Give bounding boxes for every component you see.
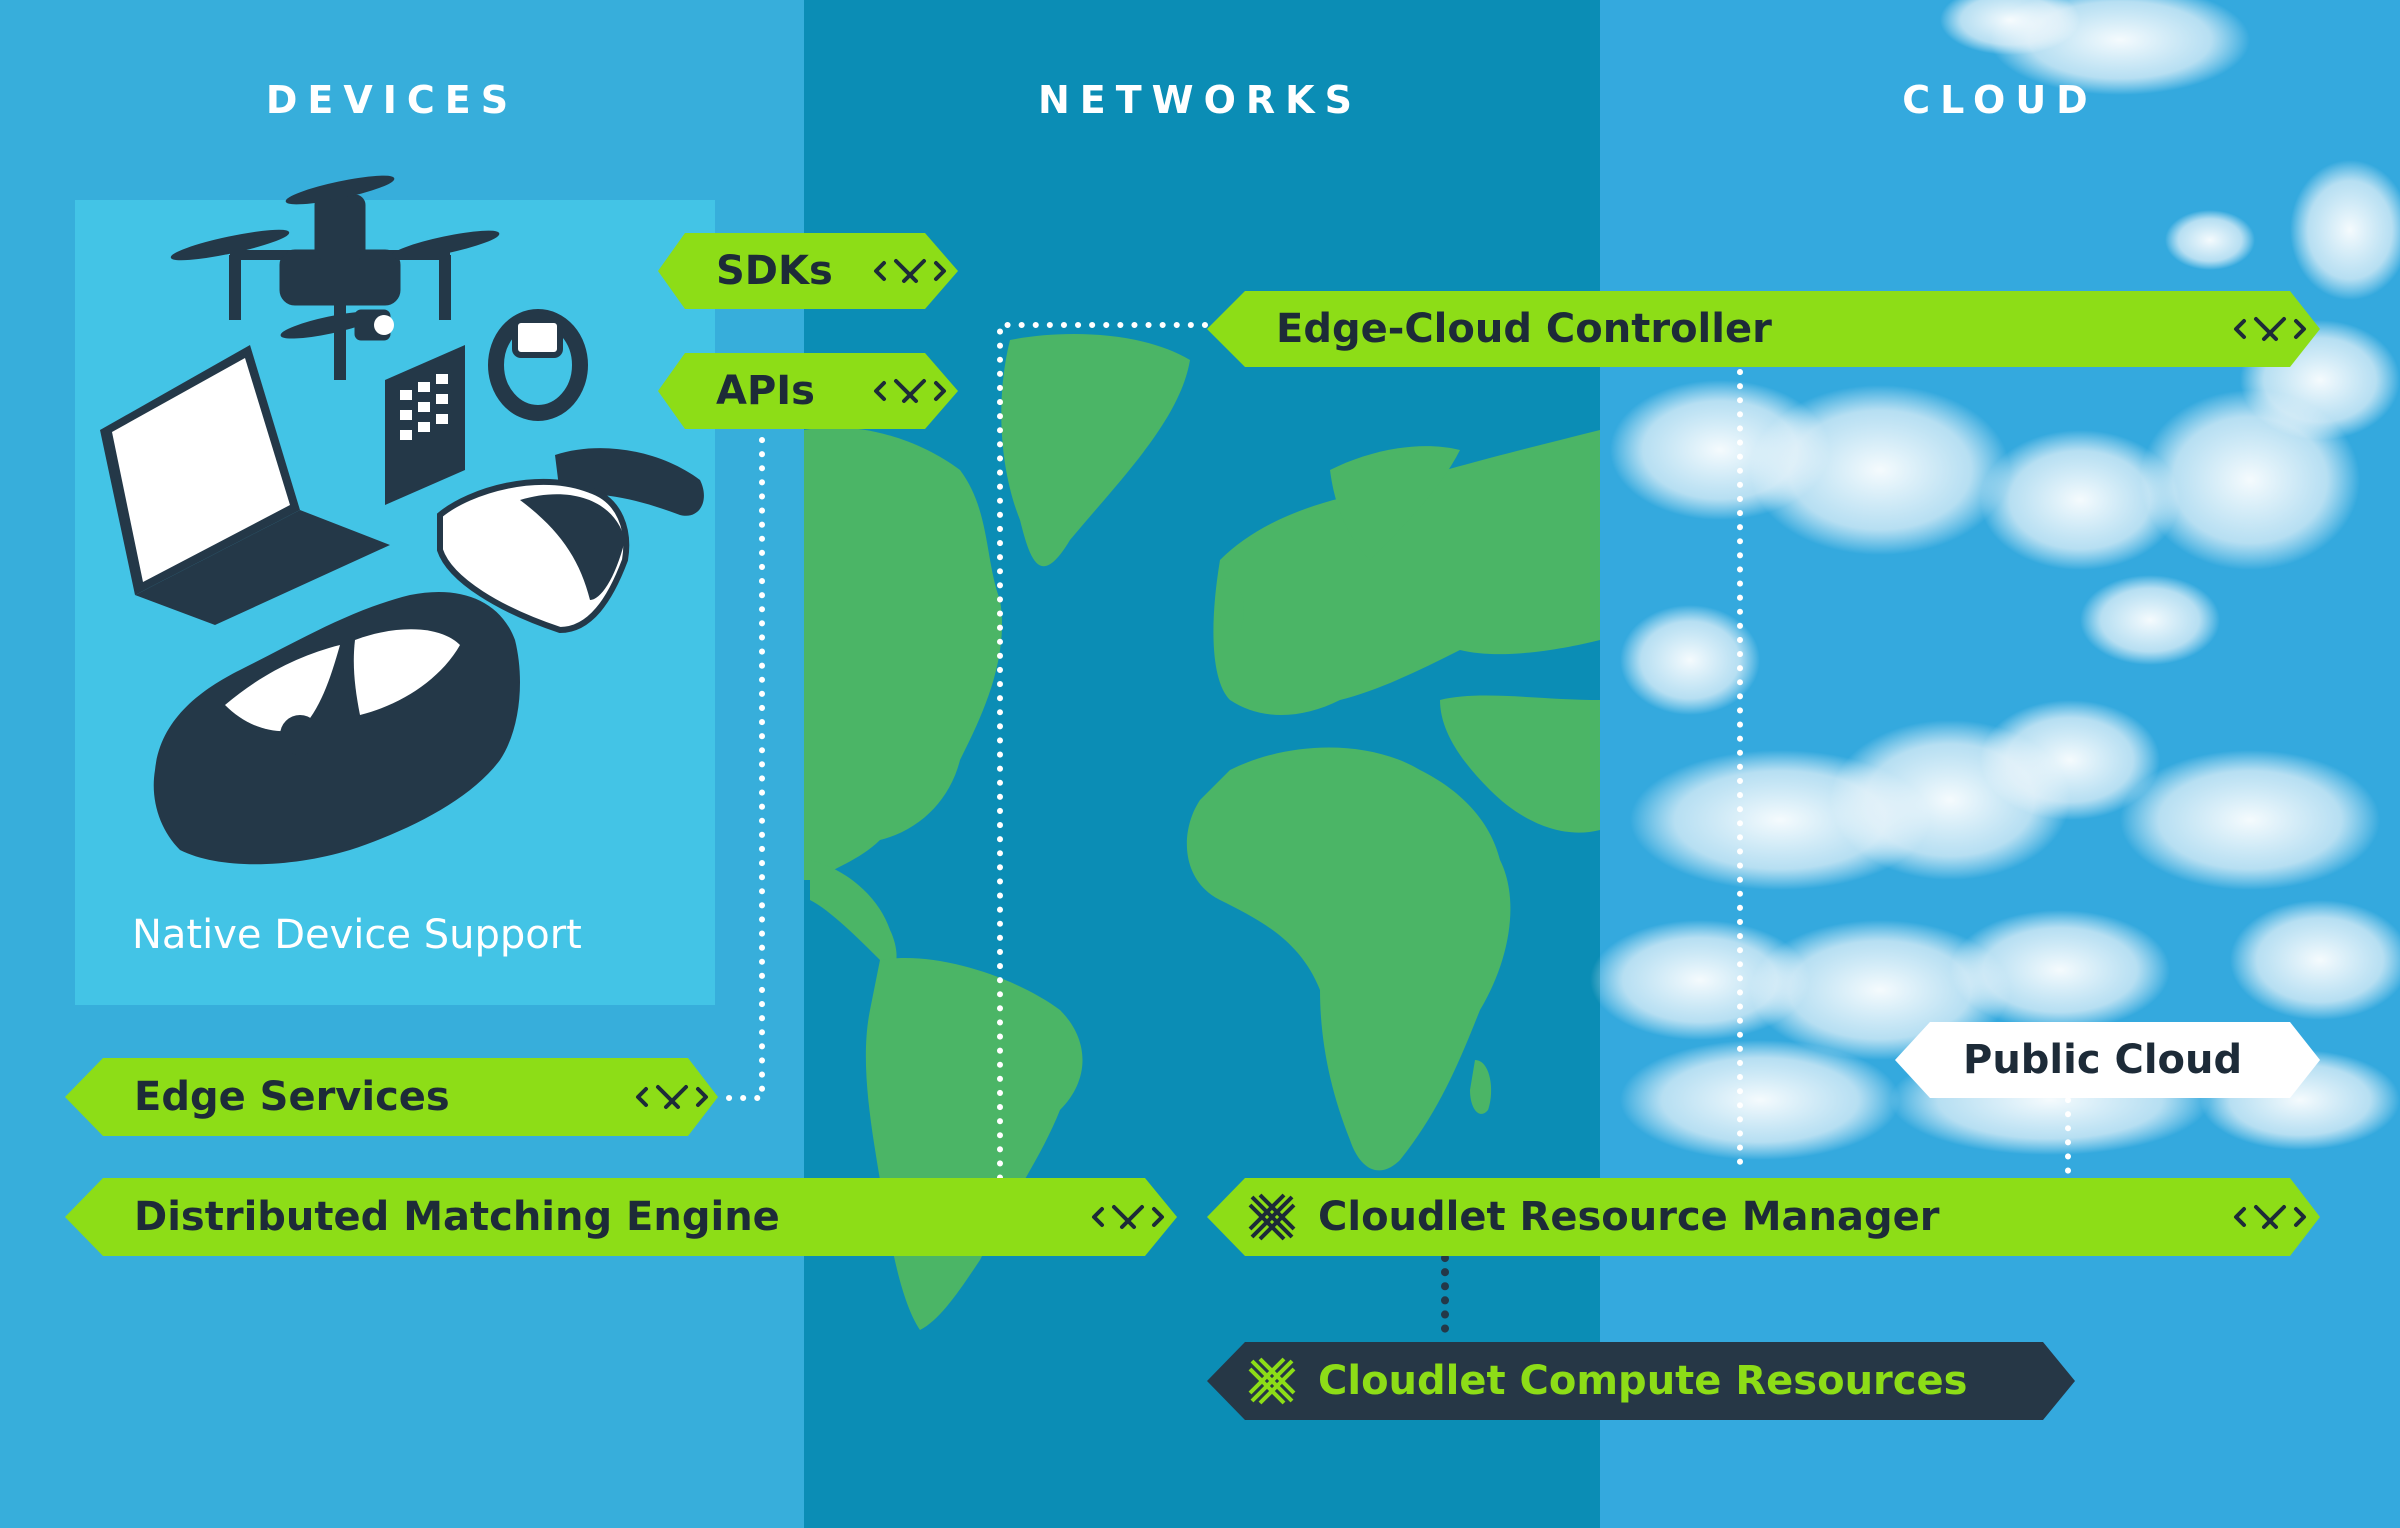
controller-connector-line <box>997 322 1208 1181</box>
vr-headset-icon <box>437 448 704 634</box>
column-title-devices: DEVICES <box>265 78 519 122</box>
double-chevron-connector-icon <box>874 259 946 283</box>
world-map <box>804 334 1600 1330</box>
distributed-matching-engine-banner[interactable] <box>65 1178 1177 1256</box>
cloudlet-x-icon <box>1248 1193 1296 1241</box>
double-chevron-connector-icon <box>2234 317 2306 341</box>
cloudlet-compute-resources-banner[interactable] <box>1207 1342 2075 1420</box>
native-device-support-label: Native Device Support <box>132 912 582 958</box>
middle-east-shape <box>1440 695 1600 833</box>
apis-label: APIs <box>716 368 815 414</box>
column-title-cloud: CLOUD <box>1902 78 2098 122</box>
double-chevron-connector-icon <box>2234 1205 2306 1229</box>
cloudlet-resource-manager-label: Cloudlet Resource Manager <box>1318 1194 1940 1240</box>
madagascar-shape <box>1470 1060 1492 1114</box>
banner-shapes <box>65 233 2320 1420</box>
greenland-shape <box>1001 334 1190 567</box>
central-america-shape <box>810 860 897 967</box>
distributed-matching-engine-label: Distributed Matching Engine <box>134 1194 780 1240</box>
edge-services-banner[interactable] <box>65 1058 718 1136</box>
north-america-shape <box>804 427 1002 880</box>
cloudlet-resource-manager-banner[interactable] <box>1207 1178 2320 1256</box>
apis-banner[interactable] <box>658 353 958 429</box>
laptop-icon <box>100 345 390 625</box>
tablet-icon <box>385 345 465 505</box>
drone-icon <box>170 175 500 380</box>
scandinavia-shape <box>1330 446 1460 560</box>
car-icon <box>153 592 520 865</box>
edge-cloud-controller-label: Edge-Cloud Controller <box>1276 306 1772 352</box>
double-chevron-connector-icon <box>1092 1205 1164 1229</box>
uk-shape <box>1218 578 1244 633</box>
smartwatch-icon <box>488 309 588 421</box>
europe-shape <box>1213 430 1600 715</box>
africa-shape <box>1186 747 1511 1171</box>
edge-cloud-controller-banner[interactable] <box>1207 291 2320 367</box>
sdks-label: SDKs <box>716 248 833 294</box>
sdks-banner[interactable] <box>658 233 958 309</box>
public-cloud-label: Public Cloud <box>1963 1037 2243 1083</box>
public-cloud-banner[interactable] <box>1895 1022 2320 1098</box>
cloudlet-compute-resources-label: Cloudlet Compute Resources <box>1318 1358 1968 1404</box>
connector-icons <box>636 259 2306 1229</box>
column-title-networks: NETWORKS <box>1038 78 1362 122</box>
edge-services-label: Edge Services <box>134 1074 450 1120</box>
dotted-connectors <box>717 322 2071 1344</box>
double-chevron-connector-icon <box>636 1085 708 1109</box>
cloudlet-x-icon <box>1248 1357 1296 1405</box>
double-chevron-connector-icon <box>874 379 946 403</box>
